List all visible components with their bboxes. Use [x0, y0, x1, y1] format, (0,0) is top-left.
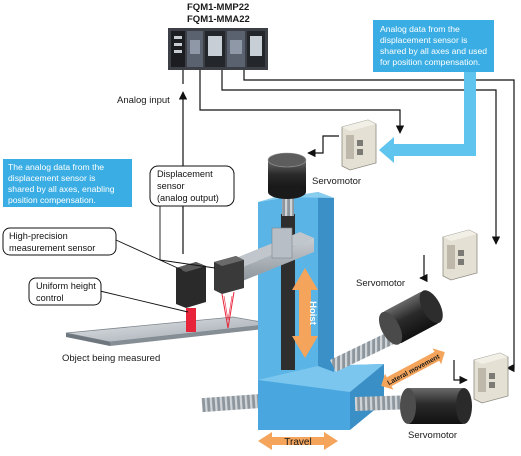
analog-input-label: Analog input	[117, 95, 170, 106]
precision-sensor	[176, 262, 206, 332]
precision-box: High-precision measurement sensor	[2, 227, 183, 271]
servo-driver-mid	[442, 229, 478, 281]
right-callout-line3: shared by all axes and used	[380, 46, 487, 56]
precision-line1: High-precision	[9, 231, 68, 241]
object-label: Object being measured	[62, 353, 160, 364]
right-callout-line2: displacement sensor is	[380, 35, 467, 45]
uniform-line2: control	[36, 293, 64, 303]
travel-label: Travel	[284, 437, 311, 448]
controller-model-1: FQM1-MMP22	[187, 2, 249, 13]
left-callout	[3, 159, 132, 207]
bottom-motor	[400, 388, 472, 424]
displacement-line1: Displacement	[157, 169, 213, 179]
displacement-line2: sensor	[157, 181, 185, 191]
lateral-arrow: Lateral movement	[381, 348, 445, 390]
left-callout-line3: shared by all axes, enabling	[8, 184, 115, 194]
wiring	[178, 70, 515, 385]
uniform-line1: Uniform height	[36, 281, 96, 291]
servomotor-mid-label: Servomotor	[356, 278, 405, 289]
servomotor-top-label: Servomotor	[312, 176, 361, 187]
cable-servo-bottom	[243, 70, 515, 373]
gantry	[201, 152, 472, 430]
right-callout-line4: for position compensation.	[380, 57, 480, 67]
controller-model-2: FQM1-MMA22	[187, 14, 250, 25]
controller-unit	[168, 28, 268, 70]
displacement-box: Displacement sensor (analog output)	[149, 165, 235, 269]
displacement-sensor	[214, 256, 244, 329]
precision-line2: measurement sensor	[9, 243, 95, 253]
servo-driver-top	[341, 119, 377, 171]
left-callout-line4: position compensation.	[8, 195, 96, 205]
cable-servo-top	[199, 70, 405, 134]
right-callout	[373, 20, 494, 72]
cable-servo-mid	[221, 70, 501, 245]
lateral-label: Lateral movement	[386, 353, 441, 387]
servo-driver-bottom	[473, 352, 509, 404]
hoist-arrow: Hoist	[292, 268, 318, 358]
hoist-label: Hoist	[307, 301, 318, 326]
uniform-box: Uniform height control	[28, 277, 189, 313]
left-callout-line1: The analog data from the	[8, 162, 104, 172]
displacement-line3: (analog output)	[157, 193, 219, 203]
laser-beam	[186, 308, 196, 332]
left-callout-line2: displacement sensor is	[8, 173, 95, 183]
position-compensation-arrow	[379, 72, 476, 163]
travel-arrow: Travel	[258, 432, 338, 450]
servomotor-bottom-label: Servomotor	[408, 430, 457, 441]
right-callout-line1: Analog data from the	[380, 24, 460, 34]
